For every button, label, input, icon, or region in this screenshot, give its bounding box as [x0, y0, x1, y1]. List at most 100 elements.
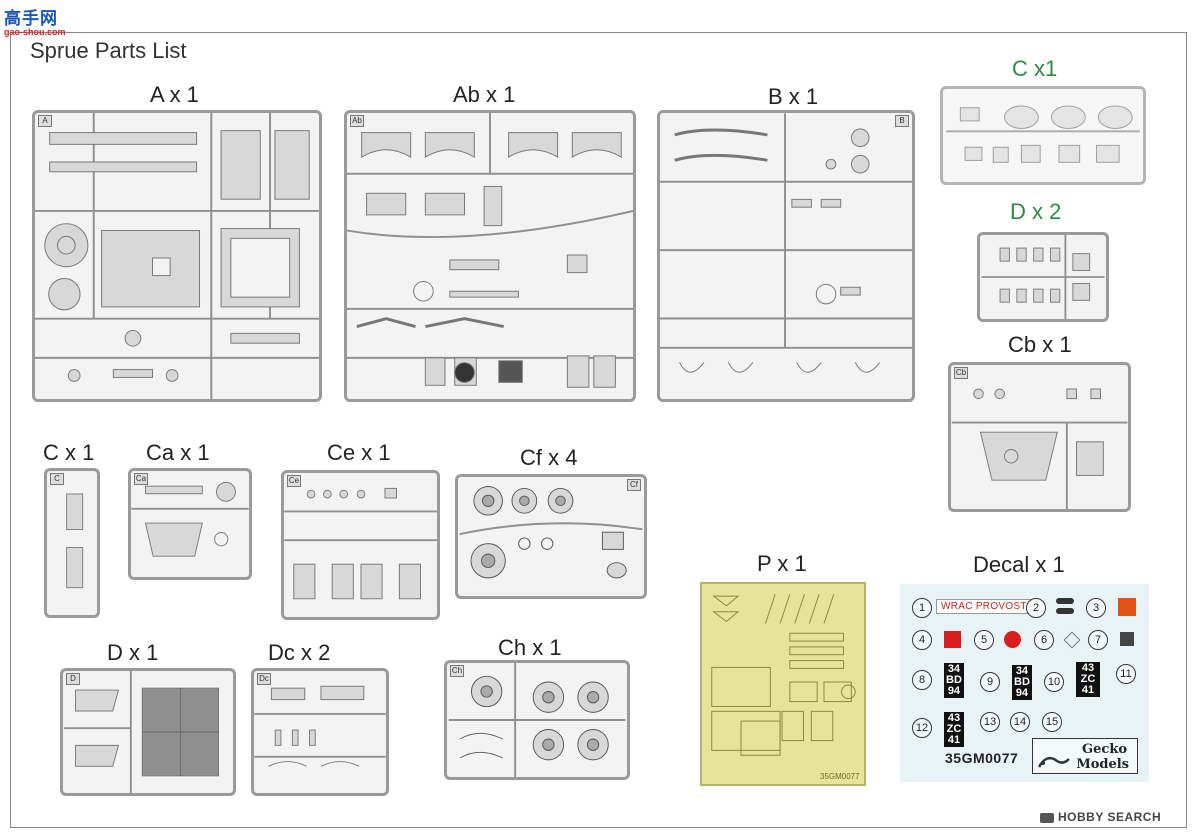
page-title: Sprue Parts List — [30, 38, 187, 63]
label-sprue-b: B x 1 — [768, 84, 819, 109]
sprue-ch-parts — [448, 663, 626, 777]
sprue-c-parts — [66, 493, 84, 589]
decal-plate-a-line2: BD — [946, 674, 962, 686]
decal-small-emblem — [1120, 632, 1134, 646]
sprue-ca-tag: Ca — [134, 473, 148, 485]
label-photo-etch-p: P x 1 — [757, 551, 807, 576]
decal-bar-mark — [1056, 598, 1074, 604]
sprue-cf-parts — [459, 486, 643, 579]
sprue-ab-parts — [347, 113, 633, 388]
sprue-dc-tag: Dc — [257, 673, 271, 685]
page-frame — [10, 32, 1187, 828]
label-decal: Decal x 1 — [973, 552, 1065, 577]
sprue-c-top-parts — [946, 105, 1140, 163]
gecko-logo-line2: Models — [1076, 757, 1129, 772]
decal-red-square — [944, 631, 961, 648]
decal-number-15: 15 — [1042, 712, 1062, 732]
label-sprue-dc: Dc x 2 — [268, 640, 331, 665]
decal-number-1: 1 — [912, 598, 932, 618]
photo-etch-parts — [711, 594, 856, 756]
decal-number-3: 3 — [1086, 598, 1106, 618]
decal-plate-b: 34 BD 94 — [1012, 665, 1032, 700]
sprue-c-tag: C — [50, 473, 64, 485]
sprue-ce-tag: Ce — [287, 475, 301, 487]
sprue-d-top — [977, 232, 1109, 322]
decal-wrac-provost: WRAC PROVOST — [936, 599, 1032, 614]
sprue-dc: Dc — [251, 668, 389, 796]
photo-etch-fret-p: 35GM0077 — [700, 582, 866, 786]
decal-plate-d-line3: 41 — [947, 734, 961, 746]
hobby-search-watermark: HOBBY SEARCH — [1040, 810, 1161, 824]
sprue-c-top — [940, 86, 1146, 185]
decal-plate-b-line2: BD — [1014, 676, 1030, 688]
decal-plate-a-line1: 34 — [947, 663, 961, 675]
site-logo-url: gao-shou.com — [4, 27, 66, 37]
sprue-ca-parts — [131, 481, 249, 557]
sprue-b-tag: B — [895, 115, 909, 127]
decal-plate-c: 43 ZC 41 — [1076, 662, 1100, 697]
label-sprue-c: C x 1 — [43, 440, 95, 465]
label-sprue-d: D x 1 — [107, 640, 159, 665]
decal-plate-c-line1: 43 — [1081, 662, 1095, 674]
decal-number-10: 10 — [1044, 672, 1064, 692]
site-logo: 高手网 gao-shou.com — [4, 4, 70, 38]
label-sprue-d-top: D x 2 — [1010, 199, 1062, 224]
sprue-dc-parts — [254, 685, 386, 767]
decal-plate-d-line2: ZC — [946, 723, 962, 735]
gecko-models-logo: Gecko Models — [1032, 738, 1138, 774]
label-sprue-cf: Cf x 4 — [520, 445, 578, 470]
sprue-d-top-parts — [981, 235, 1105, 319]
decal-number-2: 2 — [1026, 598, 1046, 618]
label-sprue-ce: Ce x 1 — [327, 440, 391, 465]
decal-number-11: 11 — [1116, 664, 1136, 684]
gecko-icon — [1037, 756, 1070, 768]
sprue-c: C — [44, 468, 100, 618]
sprue-ab-tag: Ab — [350, 115, 364, 127]
decal-number-7: 7 — [1088, 630, 1108, 650]
sprue-ce-parts — [284, 487, 437, 600]
sprue-d-parts — [64, 671, 220, 793]
decal-plate-c-line3: 41 — [1081, 684, 1095, 696]
decal-red-circle — [1004, 631, 1021, 648]
sprue-cb-parts — [951, 388, 1128, 509]
sprue-d-tag: D — [66, 673, 80, 685]
sprue-ch-tag: Ch — [450, 665, 464, 677]
label-sprue-ab: Ab x 1 — [453, 82, 516, 107]
decal-product-code: 35GM0077 — [945, 750, 1019, 766]
decal-plate-b-line1: 34 — [1015, 665, 1029, 677]
label-sprue-ca: Ca x 1 — [146, 440, 210, 465]
sprue-cf: Cf — [455, 474, 647, 599]
decal-diamond — [1063, 631, 1081, 649]
sprue-ab: Ab — [344, 110, 636, 402]
label-sprue-a: A x 1 — [150, 82, 199, 107]
decal-plate-d: 43 ZC 41 — [944, 712, 964, 747]
decal-number-8: 8 — [912, 670, 932, 690]
sprue-cf-tag: Cf — [627, 479, 641, 491]
decal-number-6: 6 — [1034, 630, 1054, 650]
hobby-search-icon — [1040, 812, 1054, 823]
decal-sheet: 1 WRAC PROVOST 2 3 4 5 6 7 8 34 BD 94 9 … — [900, 584, 1149, 782]
decal-bar-mark-2 — [1056, 608, 1074, 614]
decal-plate-a: 34 BD 94 — [944, 663, 964, 698]
sprue-cb-tag: Cb — [954, 367, 968, 379]
sprue-ca: Ca — [128, 468, 252, 580]
decal-plate-b-line3: 94 — [1015, 687, 1029, 699]
decal-plate-c-line2: ZC — [1080, 673, 1096, 685]
sprue-ch: Ch — [444, 660, 630, 780]
decal-number-5: 5 — [974, 630, 994, 650]
decal-number-9: 9 — [980, 672, 1000, 692]
sprue-d: D — [60, 668, 236, 796]
decal-number-4: 4 — [912, 630, 932, 650]
decal-star-mark — [1118, 598, 1136, 616]
hobby-search-text: HOBBY SEARCH — [1058, 810, 1162, 824]
decal-number-12: 12 — [912, 718, 932, 738]
sprue-a-parts — [35, 113, 319, 399]
sprue-b-parts — [660, 113, 912, 373]
sprue-b: B — [657, 110, 915, 402]
gecko-logo-line1: Gecko — [1082, 742, 1127, 757]
label-sprue-ch: Ch x 1 — [498, 635, 562, 660]
site-logo-text: 高手网 — [4, 9, 58, 29]
photo-etch-code: 35GM0077 — [820, 772, 860, 781]
decal-number-14: 14 — [1010, 712, 1030, 732]
label-sprue-cb: Cb x 1 — [1008, 332, 1072, 357]
